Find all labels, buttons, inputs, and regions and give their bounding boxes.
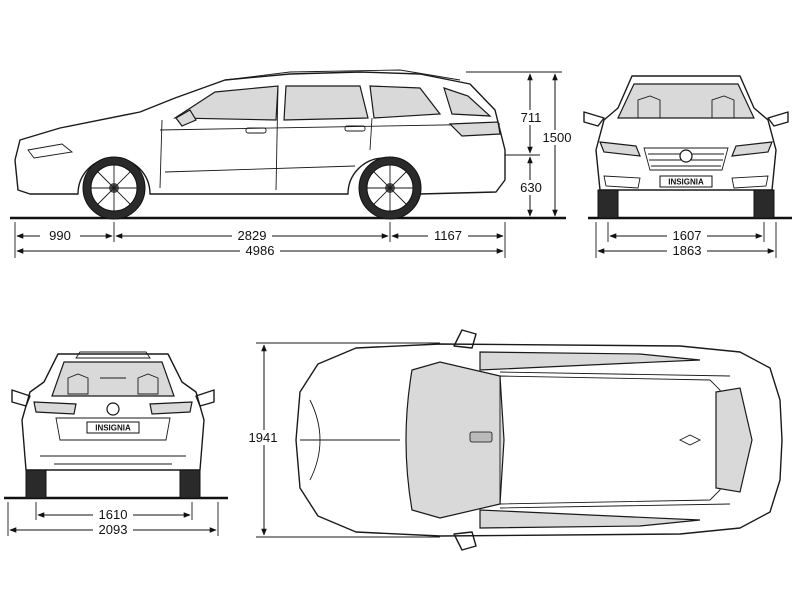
front-plate [659,175,713,188]
front-door-handle [245,127,267,134]
front-body-outline [595,75,777,191]
front-plate-text: INSIGNIA [668,178,704,187]
windscreen [617,83,755,119]
front-left-tyre [597,189,619,219]
dim-front-width: 1863 [673,243,702,258]
door-line-front [159,119,163,189]
rear-brand-logo-icon [106,402,120,416]
rear-window [51,361,175,397]
roof-panel [499,375,721,505]
rear-seat-left-icon [67,373,89,395]
front-grille [643,147,729,171]
rear-seat-right-icon [137,373,159,395]
rear-right-taillight [149,401,193,415]
door-line-rear [369,117,373,151]
dim-upper-height: 711 [521,110,542,125]
rear-left-mirror [11,389,31,407]
side-mirror [175,109,197,127]
dim-rear-width: 2093 [99,522,128,537]
top-right-mirror [453,531,477,551]
roof-rail [224,69,461,81]
dim-front-track: 1607 [673,228,702,243]
rear-view-mirror [469,431,493,443]
rear-plate-text: INSIGNIA [95,424,131,433]
shark-fin-antenna-icon [678,434,702,446]
rear-right-tyre [179,469,201,499]
beltline [159,123,501,131]
top-view: 1941 [246,329,783,551]
rear-wheel [358,156,422,220]
dim-rear-overhang: 1167 [434,228,462,243]
headlight-icon [27,143,74,159]
rear-left-tyre [25,469,47,499]
dim-wheelbase: 2829 [238,228,267,243]
front-view: INSIGNIA 1607 1863 [583,75,792,258]
top-roof-rails [499,371,731,509]
rear-bumper-lines [40,455,186,465]
top-rear-window [715,387,753,493]
side-tailgate-window [443,87,492,117]
side-view: 990 2829 1167 4986 711 630 1500 [10,69,574,258]
dim-lower-height: 630 [520,180,542,195]
front-right-intake [731,175,769,189]
brand-logo-icon [679,149,693,163]
rear-right-mirror [195,389,215,407]
dim-top-width: 1941 [249,430,278,445]
dim-overall-length: 4986 [246,243,275,258]
sill-line [164,165,356,173]
front-right-mirror [767,111,789,127]
dim-overall-height: 1500 [543,130,572,145]
rear-plate [86,421,140,434]
front-left-headlight [599,141,641,157]
top-left-mirror [453,329,477,349]
front-left-mirror [583,111,605,127]
top-body-outline [295,343,783,537]
top-left-side-windows [479,351,701,371]
front-right-tyre [753,189,775,219]
taillight-icon [448,121,501,137]
door-line-mid [275,85,279,191]
tailgate-panel [55,417,171,441]
rear-door-handle [344,125,366,132]
front-wheel [82,156,146,220]
side-quarter-window [369,85,442,119]
seat-right-icon [711,95,735,119]
side-rear-window [283,85,369,121]
rear-left-taillight [33,401,77,415]
seat-left-icon [637,95,661,119]
roof-spoiler [75,351,151,359]
top-right-side-windows [479,509,701,529]
dim-front-overhang: 990 [49,228,71,243]
top-windscreen [405,361,505,519]
rear-view: INSIGNIA 1610 2093 [4,351,228,537]
front-left-intake [603,175,641,189]
dim-rear-track: 1610 [99,507,128,522]
front-right-headlight [731,141,773,157]
